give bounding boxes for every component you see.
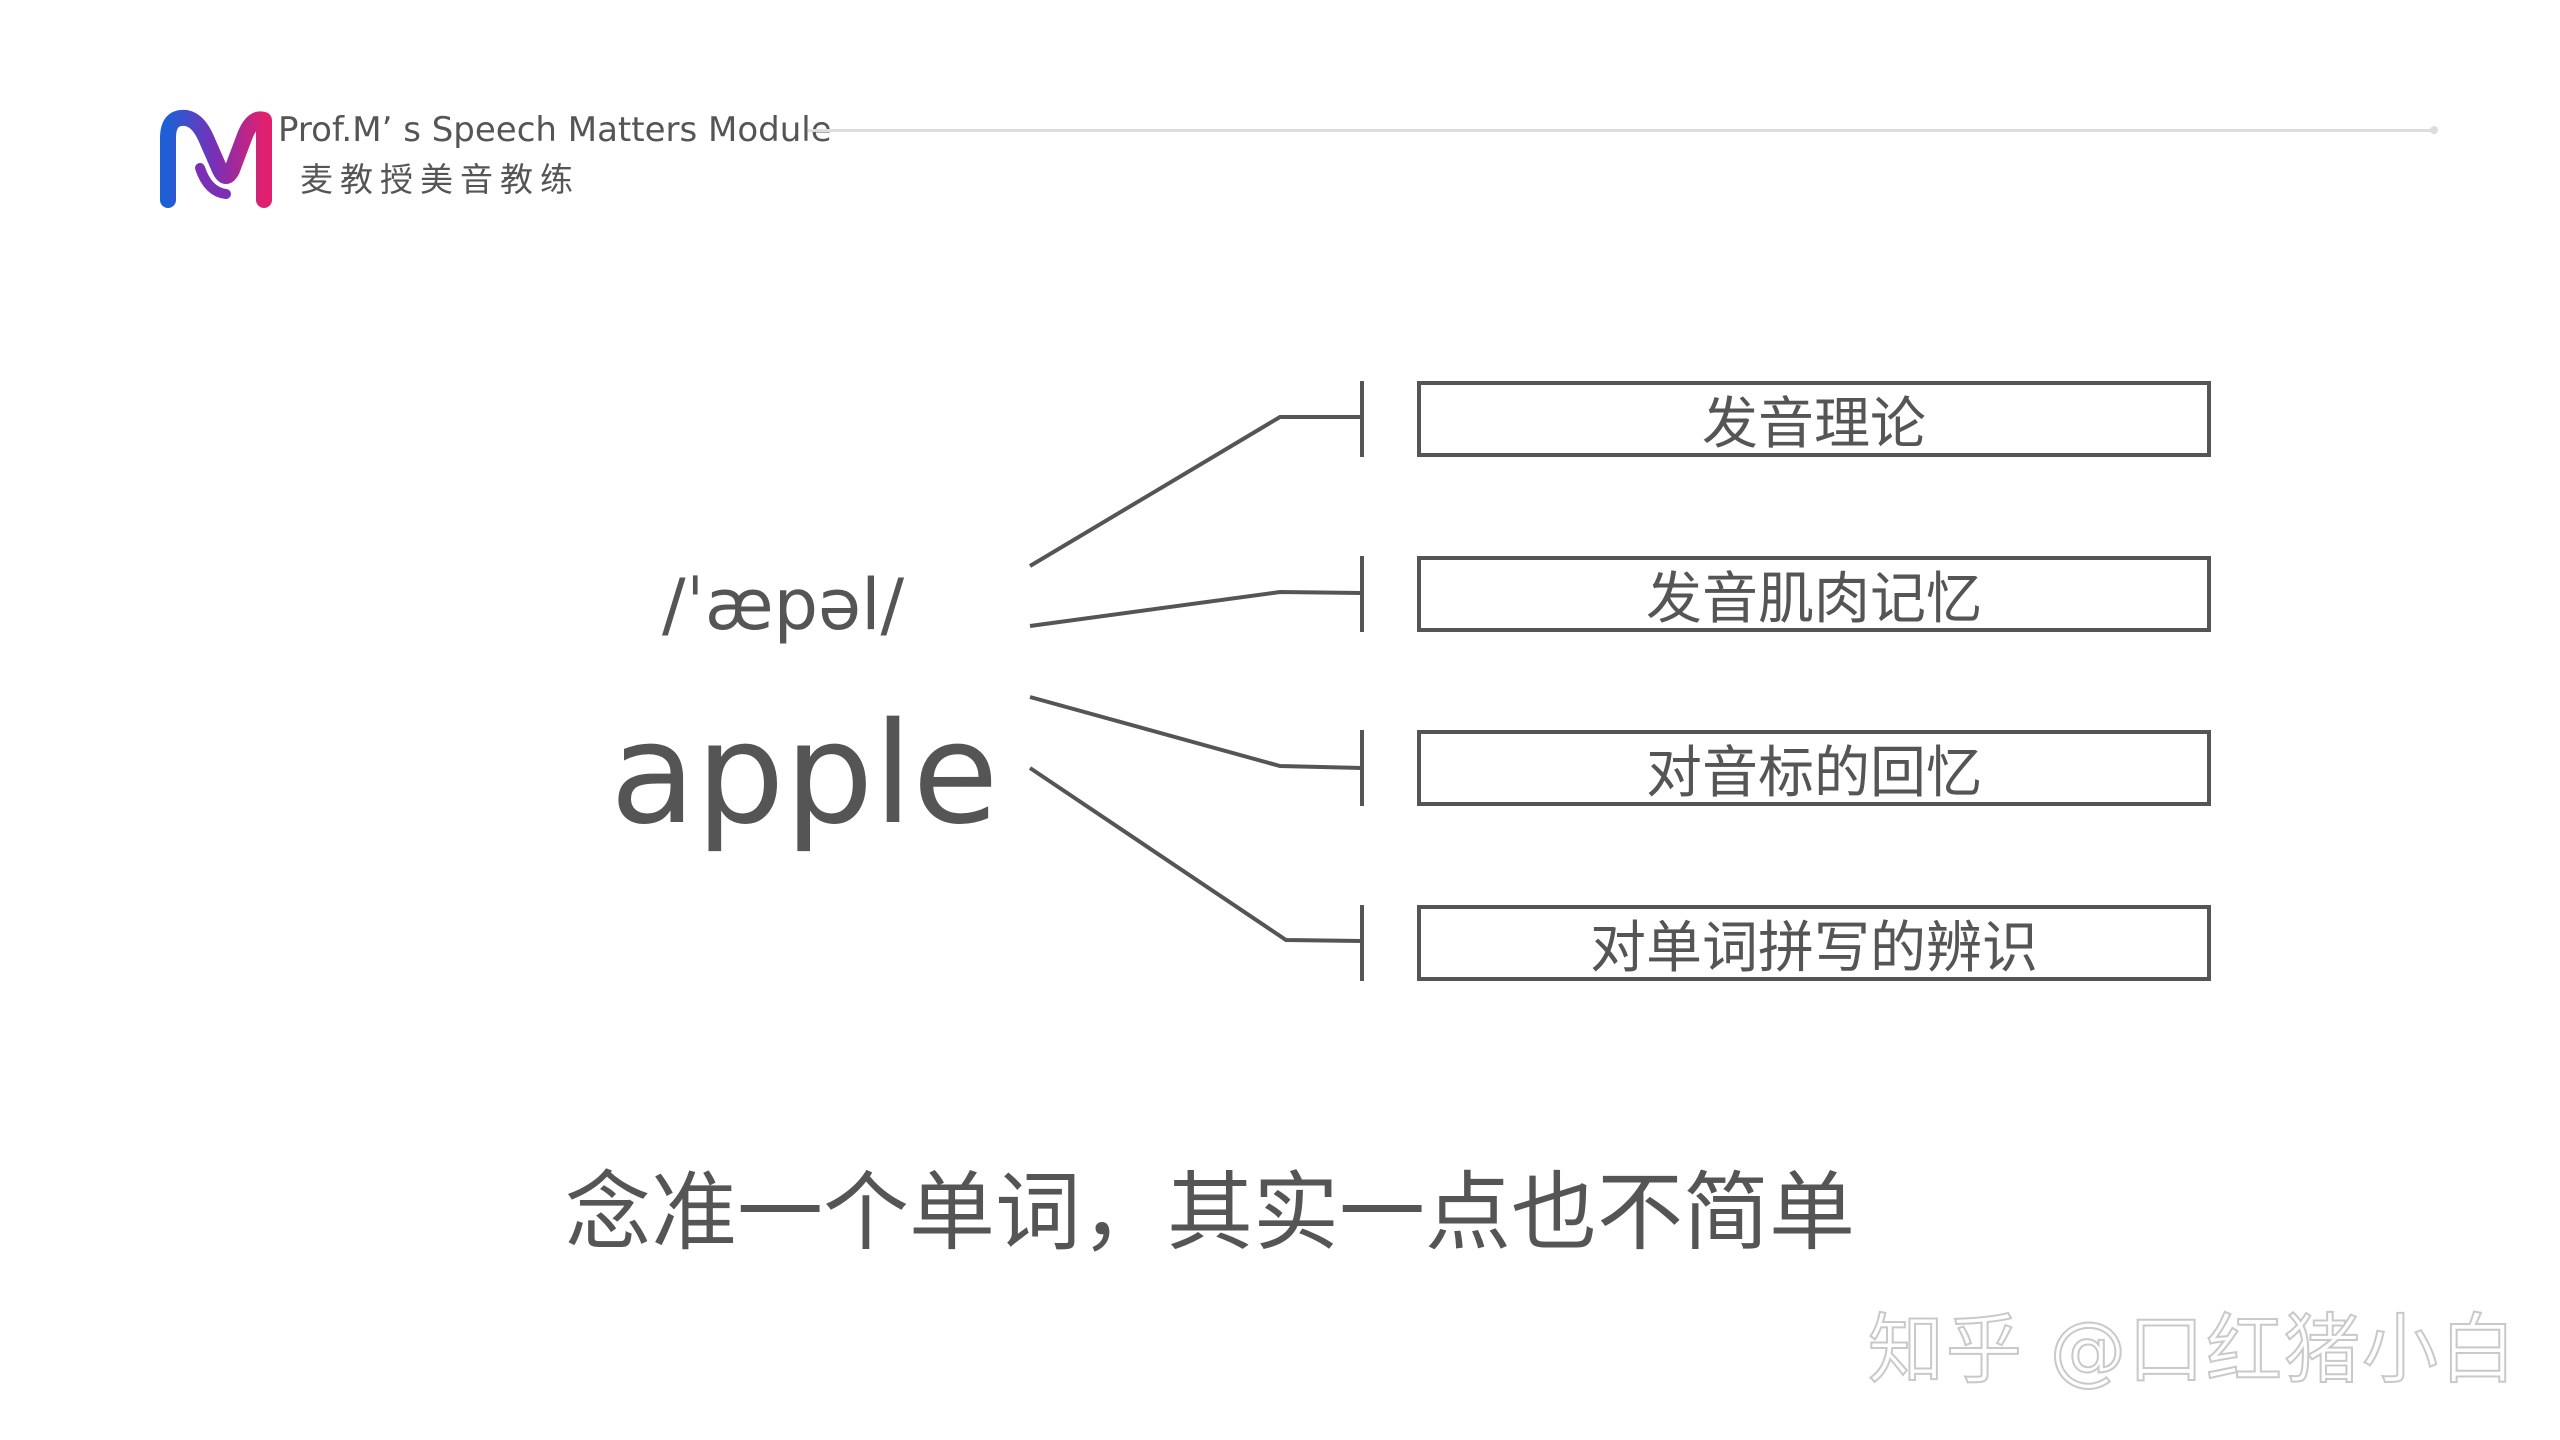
connector-4	[1028, 766, 1363, 943]
watermark: 知乎 @口红猪小白	[1867, 1304, 2518, 1395]
connector-1	[1028, 415, 1362, 568]
factor-label: 发音肌肉记忆	[1646, 566, 1982, 632]
factor-box-muscle-memory: 发音肌肉记忆	[1417, 556, 2211, 632]
header-divider-end	[2430, 126, 2438, 134]
connector-3	[1029, 695, 1363, 770]
logo-icon	[160, 109, 272, 208]
phonetic-transcription: /ˈæpəl/	[662, 564, 905, 646]
header-divider	[808, 129, 2436, 132]
factor-box-spelling-recognition: 对单词拼写的辨识	[1417, 905, 2211, 981]
caption: 念准一个单词，其实一点也不简单	[565, 1163, 1855, 1263]
factor-label: 对音标的回忆	[1646, 740, 1982, 806]
connector-2	[1029, 589, 1363, 628]
factor-box-pronunciation-theory: 发音理论	[1417, 381, 2211, 457]
factor-label: 发音理论	[1702, 391, 1926, 457]
header-subtitle: 麦教授美音教练	[300, 160, 580, 199]
header-title: Prof.M’ s Speech Matters Module	[278, 110, 832, 150]
factor-label: 对单词拼写的辨识	[1590, 915, 2038, 981]
word-apple: apple	[610, 693, 999, 856]
factor-box-phonetic-recall: 对音标的回忆	[1417, 730, 2211, 806]
